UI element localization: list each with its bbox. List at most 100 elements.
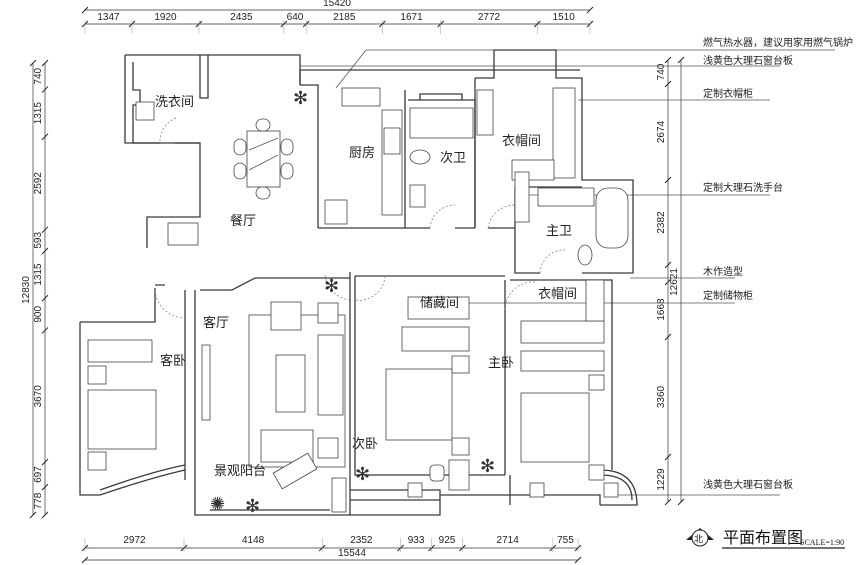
dim-tick — [29, 59, 37, 67]
dim-tick — [81, 556, 89, 564]
kitchen-sink — [341, 87, 381, 107]
dim-tick — [664, 261, 672, 269]
dim-tick — [41, 226, 49, 234]
wardrobe — [585, 279, 605, 322]
window-plant — [407, 482, 423, 498]
room-label-closet-upper: 衣帽间 — [502, 133, 541, 149]
window-plant — [529, 482, 545, 498]
coffee-table-rug — [275, 354, 306, 413]
dim-right-segment: 740 — [656, 63, 667, 80]
dim-right-total: 12621 — [669, 268, 680, 296]
dim-tick — [664, 80, 672, 88]
dim-left-segment: 740 — [33, 67, 44, 84]
dim-bottom-total: 15544 — [338, 548, 366, 559]
annotation-storage-cabinet: 定制储物柜 — [703, 289, 753, 302]
nightstand — [451, 355, 470, 374]
dim-tick — [586, 6, 594, 14]
annotation-woodwork: 木作造型 — [703, 265, 743, 278]
dim-top-total: 15420 — [323, 0, 351, 9]
plant-icon: ✻ — [324, 276, 339, 297]
nightstand — [87, 451, 107, 471]
dim-right-segment: 2382 — [656, 211, 667, 234]
dim-left-segment: 2592 — [33, 172, 44, 195]
annotation-closet-cabinet: 定制衣帽柜 — [703, 87, 753, 100]
north-label: 北 — [694, 534, 703, 544]
lounge-chair — [272, 452, 318, 490]
dining-chair — [233, 138, 247, 156]
bathtub — [595, 187, 629, 249]
room-label-guest-bath: 次卫 — [440, 150, 466, 166]
dim-tick — [664, 56, 672, 64]
dim-top-segment: 1920 — [154, 12, 177, 23]
plan-title: 平面布置图 — [723, 528, 803, 547]
dim-bottom-segment: 925 — [439, 535, 456, 546]
side-table — [317, 302, 339, 324]
dim-bottom-segment: 933 — [408, 535, 425, 546]
plant-icon: ✻ — [245, 496, 260, 517]
annotations: 燃气热水器，建议用家用燃气锅炉 浅黄色大理石窗台板 定制衣帽柜 定制大理石洗手台… — [703, 36, 853, 491]
dim-top-segment: 2435 — [230, 12, 253, 23]
dim-left-segment: 1315 — [33, 102, 44, 125]
dim-right-segment: 2674 — [656, 120, 667, 143]
room-labels: 洗衣间 厨房 次卫 衣帽间 餐厅 主卫 衣帽间 储藏间 客厅 客卧 主卧 次卧 … — [155, 94, 577, 479]
room-label-storage: 储藏间 — [420, 296, 459, 311]
room-label-dining: 餐厅 — [230, 213, 256, 229]
bed — [520, 392, 590, 463]
dim-tick — [81, 6, 89, 14]
closet-cabinet — [552, 87, 576, 179]
dim-left-segment: 778 — [33, 492, 44, 509]
dining-chair — [280, 138, 294, 156]
dim-tick — [664, 176, 672, 184]
plant-icon: ✻ — [293, 88, 308, 109]
annotation-water-heater: 燃气热水器，建议用家用燃气锅炉 — [703, 36, 853, 49]
dim-left-segment: 900 — [33, 306, 44, 323]
dim-tick — [677, 498, 685, 506]
dim-top-segment: 2185 — [333, 12, 356, 23]
vanity-counter — [537, 187, 595, 207]
dim-tick — [664, 333, 672, 341]
annotation-window-sill-top: 浅黄色大理石窗台板 — [703, 54, 793, 67]
walls — [79, 49, 638, 516]
nightstand — [588, 464, 605, 481]
room-label-laundry: 洗衣间 — [155, 94, 194, 110]
wardrobe — [87, 339, 153, 363]
nightstand — [588, 374, 605, 391]
dim-tick — [664, 453, 672, 461]
room-label-kitchen: 厨房 — [349, 145, 375, 161]
room-label-master-bath: 主卫 — [546, 224, 572, 239]
dim-right-segment: 1668 — [656, 298, 667, 321]
dim-left-segment: 697 — [33, 466, 44, 483]
dim-bottom-segment: 755 — [557, 535, 574, 546]
dim-top-segment: 1671 — [400, 12, 423, 23]
dim-right-segment: 3360 — [656, 385, 667, 408]
dining-chair — [255, 118, 271, 132]
dim-left-total: 12830 — [21, 276, 32, 304]
dim-tick — [41, 483, 49, 491]
laundry-sink — [167, 222, 199, 246]
annotation-leaders — [300, 49, 835, 496]
kitchen-counter — [381, 109, 403, 216]
closet-cabinet — [514, 171, 530, 223]
wash-basin — [409, 184, 426, 208]
wardrobe — [520, 320, 605, 344]
dim-tick — [41, 294, 49, 302]
dining-chair — [233, 162, 247, 180]
wardrobe — [520, 350, 605, 372]
sofa — [317, 334, 344, 416]
door-swings — [154, 117, 566, 319]
desk — [448, 459, 470, 491]
dim-tick — [41, 86, 49, 93]
dim-left-segment: 1315 — [33, 263, 44, 286]
bed — [87, 389, 157, 450]
dim-tick — [41, 59, 49, 67]
bed — [385, 368, 453, 441]
dim-right-segment: 1229 — [656, 468, 667, 491]
north-arrow-icon: 北 — [686, 528, 714, 547]
dim-tick — [29, 511, 37, 519]
dim-top-segment: 2772 — [478, 12, 501, 23]
tv-cabinet — [201, 344, 211, 421]
dim-bottom-segment: 2352 — [350, 535, 373, 546]
room-label-guest-bedroom: 客卧 — [160, 353, 186, 369]
fridge — [324, 199, 348, 225]
